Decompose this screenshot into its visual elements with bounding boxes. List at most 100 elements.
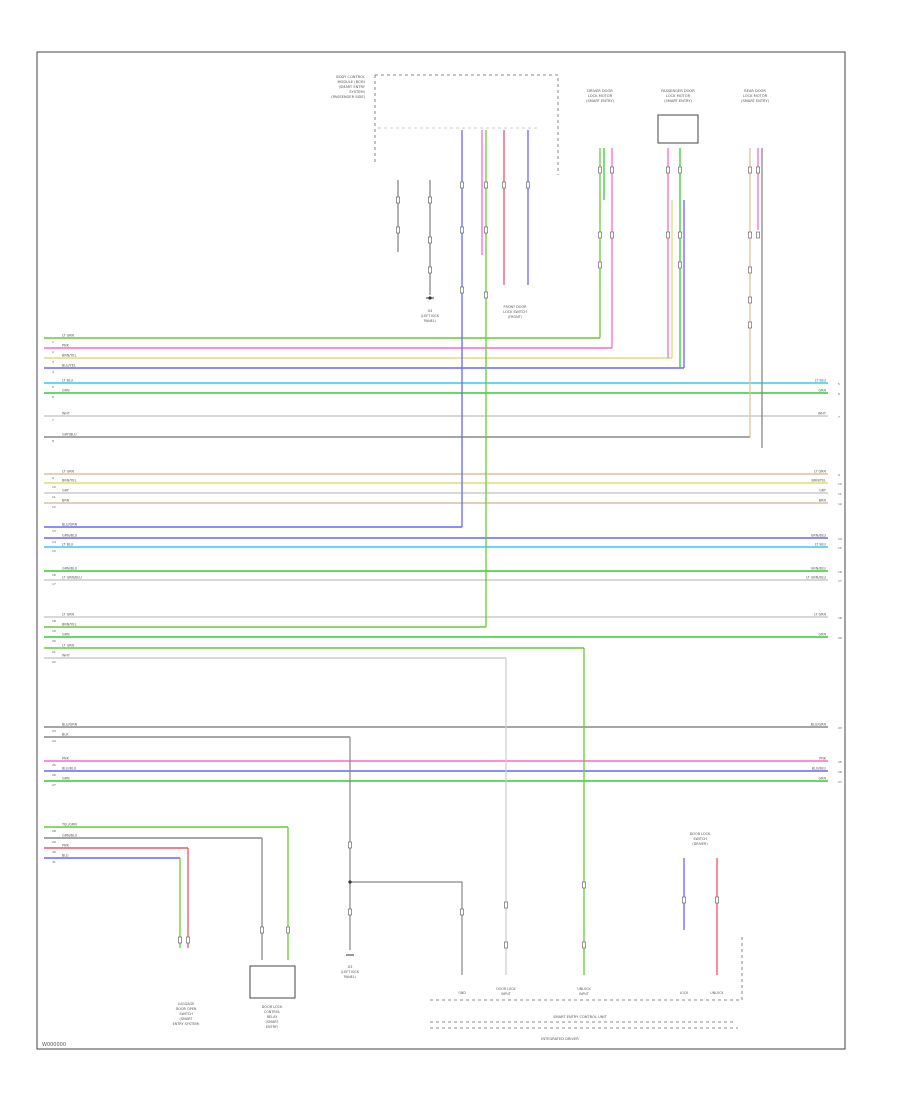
pin-number: 23 [52,729,56,733]
pin-number: 17 [52,582,56,586]
component-label: DOOR LOCK [690,832,711,836]
vertical-wire [350,881,463,975]
wire-color-label: BLK [62,733,69,737]
wire-color-label: GRN/BLU [62,567,78,571]
connector-pin [428,266,432,274]
pin-number: 16 [52,573,56,577]
pin-number: 9 [838,473,840,477]
connector-pin [610,166,614,174]
connector-pin [526,181,530,189]
wire-color-label: GRY/BLU [62,433,77,437]
component-label: LOCK MOTOR [666,94,691,98]
wire-color-label: LT GRN [814,470,827,474]
pin-number: 10 [838,482,842,486]
connector-pin [756,166,760,174]
pin-number: 7 [838,415,840,419]
ground-label: PANEL) [344,975,357,979]
wire-color-label: BRN/YEL [62,623,77,627]
pin-number: 18 [52,619,56,623]
wire-color-label: GRN [62,633,70,637]
connector-pin [186,936,190,944]
component-label: DOOR OPEN [176,1007,197,1011]
connector-pin [678,261,682,269]
component-label: (SMART ENTRY [339,85,366,89]
pin-number: 18 [838,616,842,620]
pin-number: 15 [838,546,842,550]
wire-color-label: LT GRN [814,613,827,617]
component-label: CONTROL [264,1010,281,1014]
wire-color-label: LT BLU [815,379,827,383]
connector-pin [396,196,400,204]
pin-number: 4 [52,370,54,374]
wire-color-label: WHT [818,412,827,416]
pin-number: 5 [52,385,54,389]
door-open-switch-box [249,965,296,999]
pin-number: 31 [52,860,56,864]
wire-color-label: GRN [818,777,826,781]
ground-label: G4 [428,309,433,313]
component-label: (SMART ENTRY) [586,99,614,103]
wire-color-label: BLU/BLU [62,767,77,771]
pin-number: 26 [52,773,56,777]
wire-color-label: LT GRN [62,470,75,474]
component-label: SYSTEM) [349,90,365,94]
component-label: REAR DOOR [744,89,766,93]
connector-pin [598,231,602,239]
wire-color-label: GRN [62,389,70,393]
component-label: FRONT DOOR [504,305,528,309]
diagram-frame [36,51,846,1050]
wire-color-label: BLU/GRN [811,723,827,727]
pin-number: 3 [52,360,54,364]
wire-color-label: LT GRN/BLU [62,576,82,580]
component-label: SWITCH [179,1012,193,1016]
smart-entry-control-unit [430,935,743,1029]
wire-color-label: LT BLU [62,543,74,547]
terminal-label: UNLOCK [710,991,724,995]
component-label: LOCK MOTOR [743,94,768,98]
pin-number: 21 [52,650,56,654]
terminal-label: UNLOCK [577,987,591,991]
component-label: SWITCH [693,837,707,841]
passenger-door-connector [657,114,699,144]
pin-number: 13 [52,529,56,533]
ground-label: (LEFT KICK [341,970,360,974]
pin-number: 29 [52,840,56,844]
splice-point [428,296,432,300]
wire-color-label: BRN/YEL [62,354,77,358]
pin-number: 2 [52,350,54,354]
wire-color-label: GRN/BLU [811,567,827,571]
component-label: DRIVER DOOR [587,89,613,93]
connector-pin [484,291,488,299]
connector-markers [178,166,760,949]
connector-pin [178,936,182,944]
pin-number: 8 [52,439,54,443]
wire-color-label: PNK [62,844,70,848]
pin-number: 19 [52,629,56,633]
connector-pin [428,196,432,204]
wire-color-label: LT GRN [62,334,75,338]
connector-pin [748,321,752,329]
wire-color-label: BRN/YEL [812,479,827,483]
connector-pin [756,231,760,239]
component-label: ENTRY SYSTEM) [173,1022,201,1026]
wire-color-label: GRN/BLU [62,534,78,538]
component-label: (SMART ENTRY) [741,99,769,103]
terminal-label: INPUT [501,992,511,996]
connector-pin [610,231,614,239]
pin-number: 12 [52,505,56,509]
module-name: SMART ENTRY CONTROL UNIT [553,1015,607,1019]
pin-number: 11 [52,495,56,499]
pin-number: 14 [52,540,56,544]
terminal-label: INPUT [579,992,589,996]
wire-color-label: PNK [62,344,70,348]
splice-point [348,880,352,884]
ground-label: G3 [348,965,353,969]
connector-pin [715,896,719,904]
connector-pin [598,261,602,269]
wire-color-label: LT BLU [815,543,827,547]
connector-pin [428,236,432,244]
component-label: MODULE (BCM) [337,80,365,84]
module-title: INTEGRATED DRIVER [541,1037,579,1041]
